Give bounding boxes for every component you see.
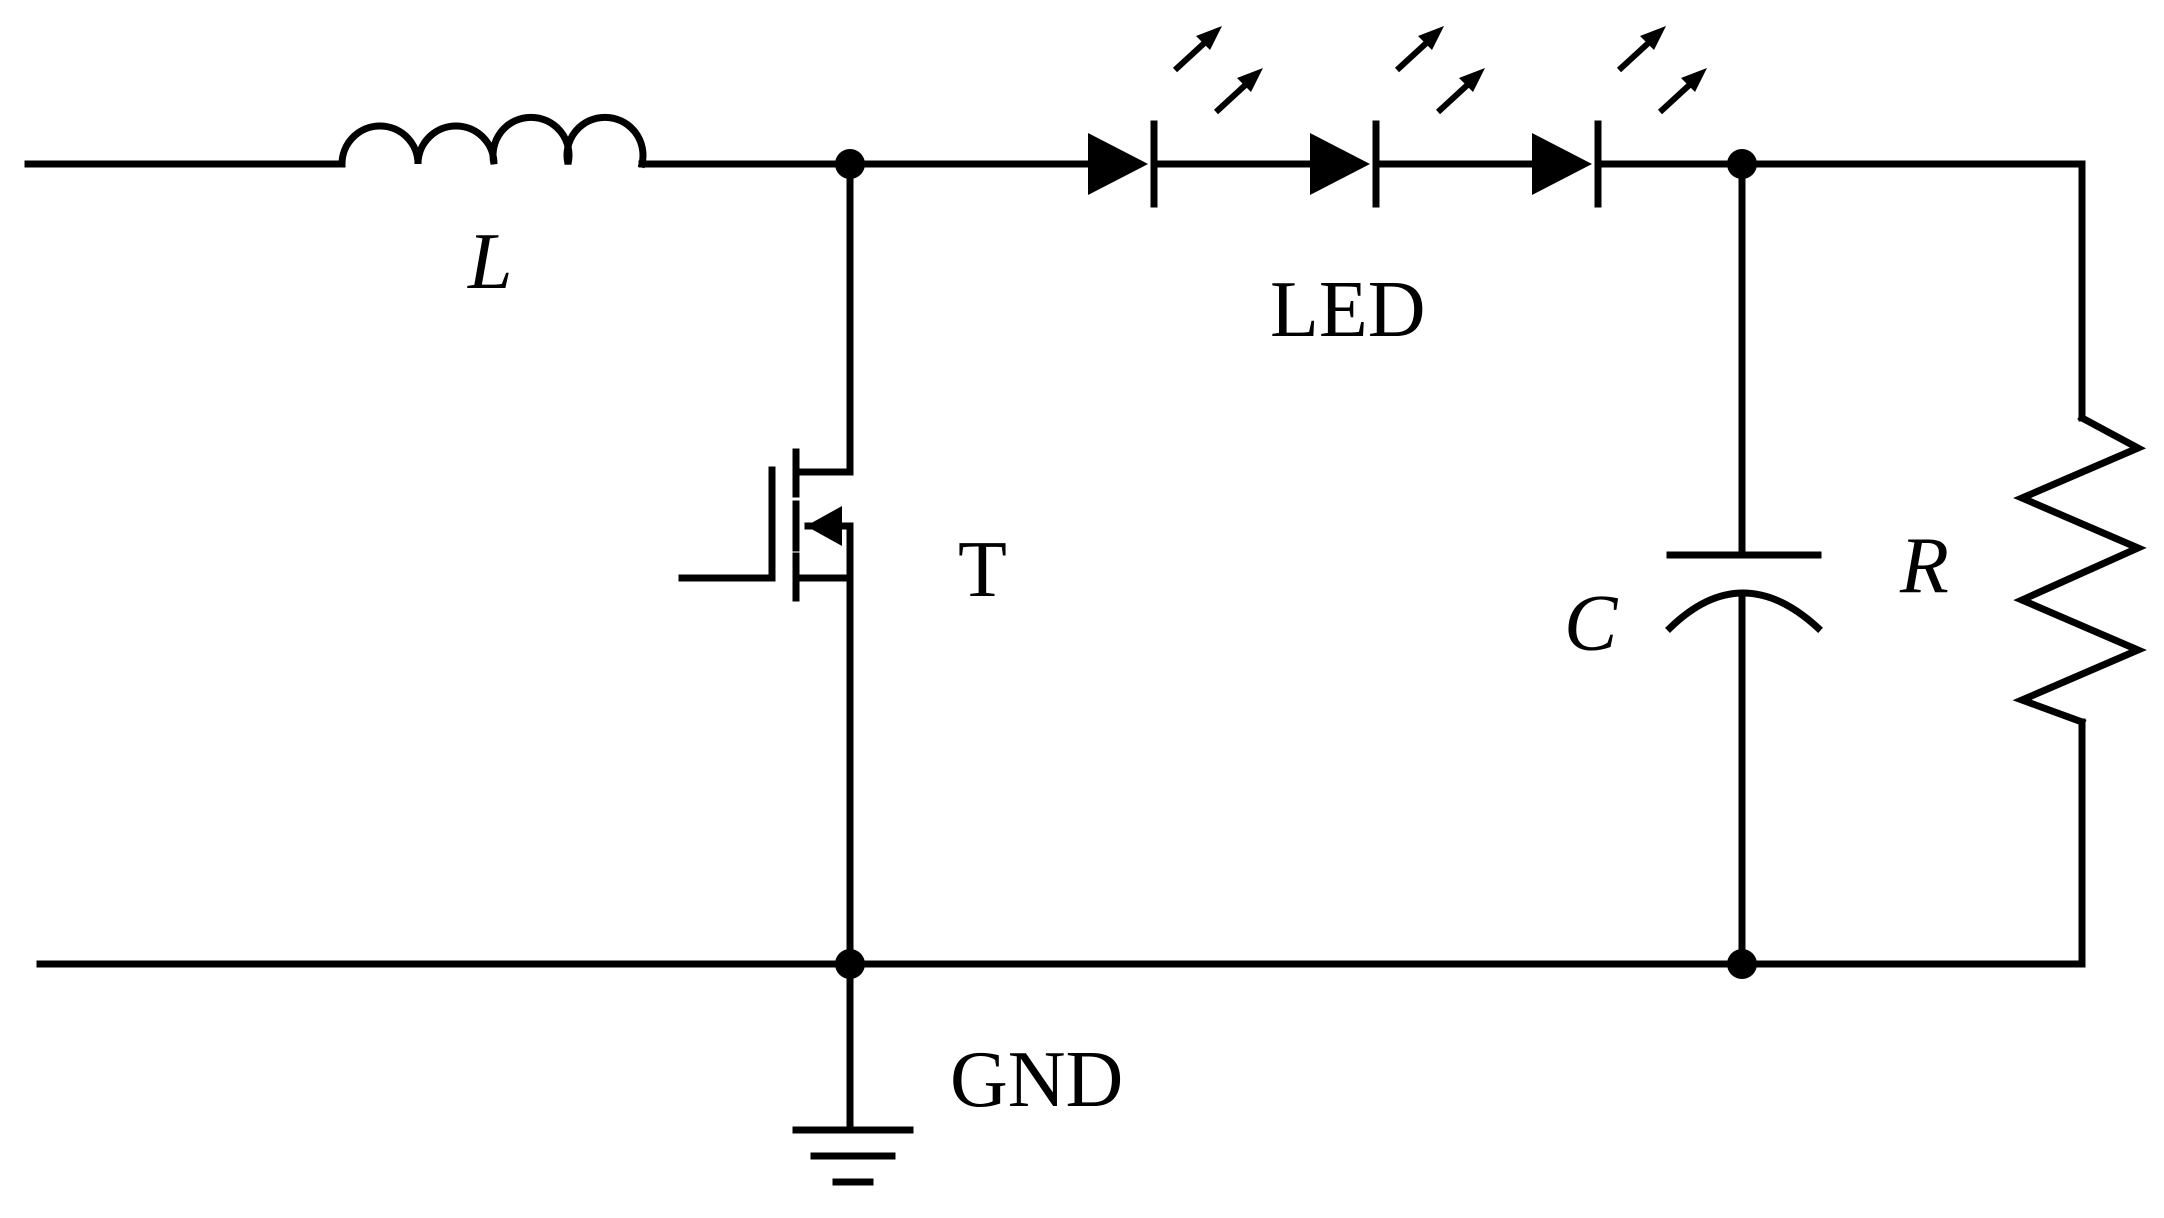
junctions xyxy=(835,149,1757,979)
resistor-label: R xyxy=(1899,522,1949,610)
junction-dot xyxy=(835,149,865,179)
junction-dot xyxy=(1727,949,1757,979)
ground-label: GND xyxy=(950,1036,1123,1124)
resistor-symbol xyxy=(2012,413,2147,727)
inductor-label: L xyxy=(467,218,513,306)
capacitor-label: C xyxy=(1564,580,1619,668)
capacitor-symbol xyxy=(1665,551,1823,633)
mosfet-symbol xyxy=(678,448,854,602)
ground-symbol xyxy=(792,1126,914,1186)
transistor-label: T xyxy=(958,526,1007,614)
led-1-symbol xyxy=(1088,26,1263,208)
led-2-symbol xyxy=(1310,26,1485,208)
junction-dot xyxy=(835,949,865,979)
led-3-symbol xyxy=(1532,26,1707,208)
junction-dot xyxy=(1727,149,1757,179)
led-label: LED xyxy=(1270,266,1426,354)
inductor-symbol xyxy=(338,113,647,169)
wires xyxy=(24,160,2086,1134)
